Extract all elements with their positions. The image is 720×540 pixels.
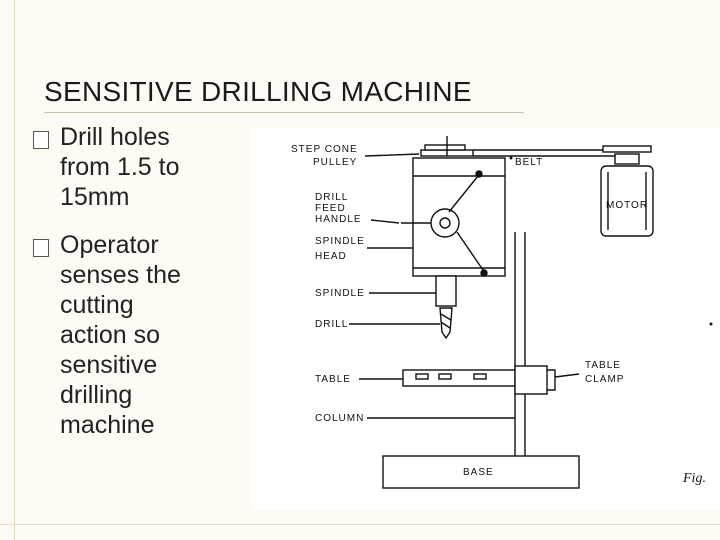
belt-dot [509, 156, 513, 160]
frame-left-line [14, 0, 15, 540]
drilling-machine-diagram: STEP CONE PULLEY BELT MOTOR DRILL FEED H… [291, 136, 713, 489]
work-table [402, 369, 516, 387]
slide-title: SENSITIVE DRILLING MACHINE [44, 76, 472, 107]
label-table-clamp-2: CLAMP [585, 374, 624, 385]
feed-handle-arm [448, 175, 479, 213]
feed-handle-arm [456, 231, 484, 271]
leader-step-cone [364, 153, 420, 157]
label-belt: BELT [515, 157, 543, 168]
drilling-machine-figure: STEP CONE PULLEY BELT MOTOR DRILL FEED H… [253, 128, 720, 510]
label-motor: MOTOR [606, 200, 648, 211]
motor-pulley [602, 145, 652, 153]
label-fig: Fig. [682, 471, 706, 486]
bullet-box-icon [33, 239, 49, 257]
label-table: TABLE [315, 374, 351, 385]
table-slot [415, 373, 429, 380]
bullet-text: Operator senses the cutting action so se… [60, 231, 181, 439]
label-spindle-head-2: HEAD [315, 251, 347, 262]
drill-flute [440, 321, 451, 329]
spindle [435, 275, 457, 307]
label-pulley: PULLEY [313, 157, 357, 168]
feed-handle-hub [430, 208, 460, 238]
bullet-list: Drill holes from 1.5 to 15mm Operator se… [30, 122, 245, 458]
label-column: COLUMN [315, 413, 364, 424]
motor-body [600, 165, 654, 237]
label-spindle-head-1: SPINDLE [315, 236, 365, 247]
feed-handle-center [439, 217, 451, 229]
table-slot [473, 373, 487, 380]
handle-knob [480, 269, 488, 277]
label-spindle: SPINDLE [315, 288, 365, 299]
leader-table-clamp [554, 373, 580, 378]
motor-pulley-hub [614, 153, 640, 165]
label-table-clamp-1: TABLE [585, 360, 621, 371]
bullet-text: Drill holes from 1.5 to 15mm [60, 123, 180, 211]
label-base: BASE [463, 467, 494, 478]
label-drill: DRILL [315, 319, 348, 330]
title-underline [44, 112, 524, 113]
bullet-item: Drill holes from 1.5 to 15mm [30, 122, 245, 212]
table-clamp-handle [547, 369, 556, 391]
label-drill-feed-1: DRILL [315, 192, 348, 203]
spindle-head [412, 157, 506, 277]
bullet-box-icon [33, 131, 49, 149]
step-cone-pulley-upper [424, 144, 466, 151]
label-drill-feed-3: HANDLE [315, 214, 362, 225]
table-clamp-collar [514, 365, 548, 395]
table-slot [438, 373, 452, 380]
label-drill-feed-2: FEED [315, 203, 346, 214]
frame-bottom-line [0, 524, 720, 525]
bullet-item: Operator senses the cutting action so se… [30, 230, 245, 440]
drill-flute [440, 313, 452, 321]
machine-base [382, 455, 580, 489]
leader-feed-handle [370, 219, 400, 224]
handle-knob [475, 170, 483, 178]
label-step-cone: STEP CONE [291, 144, 358, 155]
stray-dot [709, 322, 713, 326]
